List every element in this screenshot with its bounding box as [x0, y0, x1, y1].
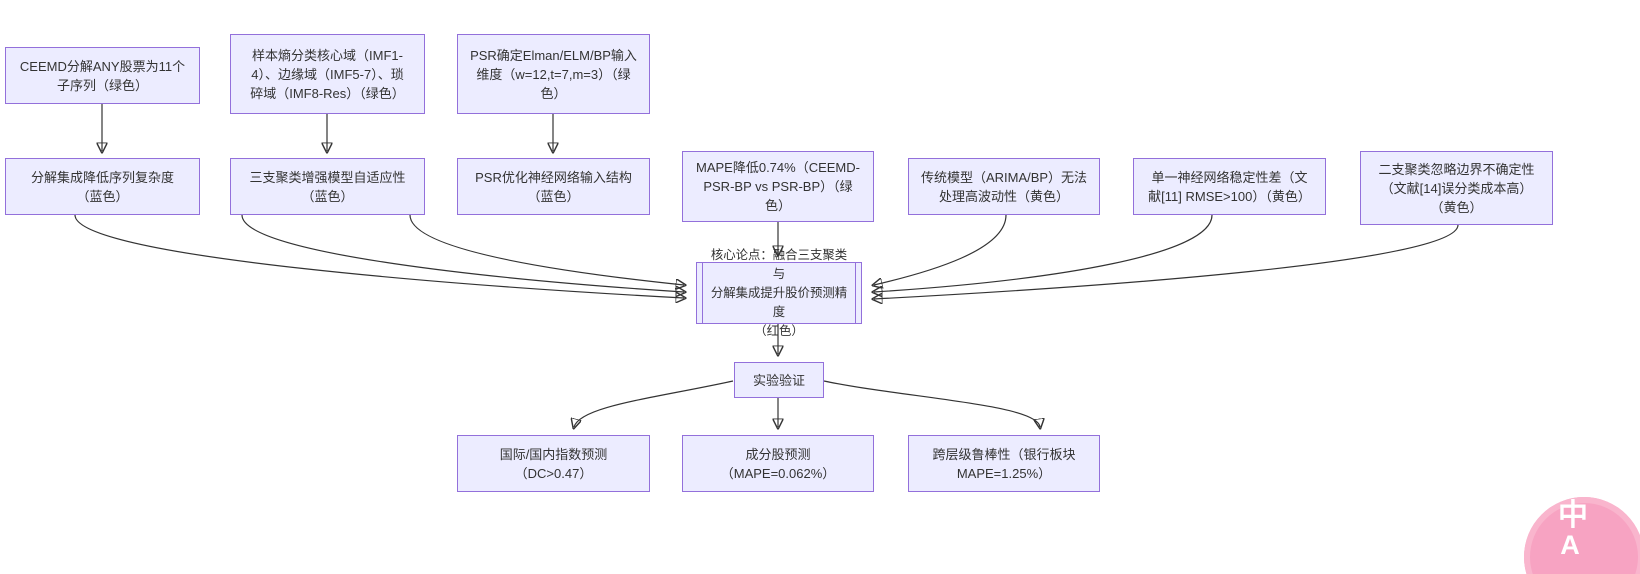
node-mape-reduction: MAPE降低0.74%（CEEMD- PSR-BP vs PSR-BP）（绿 色… — [682, 151, 874, 222]
edge-b3-core — [409, 214, 684, 285]
node-label: PSR确定Elman/ELM/BP输入 维度（w=12,t=7,m=3）（绿 色… — [470, 47, 637, 101]
node-psr-optimizes-input-structure: PSR优化神经网络输入结构 （蓝色） — [457, 158, 650, 215]
edge-b5-core — [874, 214, 1007, 285]
node-single-nn-instability: 单一神经网络稳定性差（文 献[11] RMSE>100）（黄色） — [1133, 158, 1326, 215]
node-index-prediction: 国际/国内指数预测 （DC>0.47） — [457, 435, 650, 492]
node-label: CEEMD分解ANY股票为11个 子序列（绿色） — [19, 58, 186, 93]
edge-exp-e3 — [823, 380, 1040, 427]
translate-badge-button[interactable]: 中 A — [1524, 497, 1640, 574]
node-psr-input-dimension: PSR确定Elman/ELM/BP输入 维度（w=12,t=7,m=3）（绿 色… — [457, 34, 650, 114]
node-constituent-stock-prediction: 成分股预测 （MAPE=0.062%） — [682, 435, 874, 492]
node-label: 分解集成降低序列复杂度 （蓝色） — [30, 169, 174, 204]
badge-en-glyph: A — [1560, 530, 1580, 560]
node-ceemd-decomposition: CEEMD分解ANY股票为11个 子序列（绿色） — [5, 47, 200, 104]
node-label: 实验验证 — [752, 372, 805, 388]
node-label: 单一神经网络稳定性差（文 献[11] RMSE>100）（黄色） — [1148, 169, 1311, 204]
translate-icon: 中 A — [1558, 501, 1588, 559]
edge-b1-core — [74, 214, 684, 298]
node-sample-entropy-domains: 样本熵分类核心域（IMF1- 4）、边缘域（IMF5-7）、琐 碎域（IMF8-… — [230, 34, 425, 114]
node-cross-level-robustness: 跨层级鲁棒性（银行板块 MAPE=1.25%） — [908, 435, 1100, 492]
badge-cn-glyph: 中 — [1558, 499, 1588, 532]
node-label: 样本熵分类核心域（IMF1- 4）、边缘域（IMF5-7）、琐 碎域（IMF8-… — [250, 47, 405, 101]
node-two-way-clustering-limitation: 二支聚类忽略边界不确定性 （文献[14]误分类成本高） （黄色） — [1360, 151, 1553, 225]
node-label: 国际/国内指数预测 （DC>0.47） — [499, 446, 608, 481]
edge-b2-core — [241, 214, 684, 292]
node-traditional-model-limitation: 传统模型（ARIMA/BP）无法 处理高波动性（黄色） — [908, 158, 1100, 215]
edge-b6-core — [874, 214, 1213, 292]
node-label: PSR优化神经网络输入结构 （蓝色） — [475, 169, 632, 204]
node-label: 跨层级鲁棒性（银行板块 MAPE=1.25%） — [932, 446, 1076, 481]
node-label: 核心论点：融合三支聚类与 分解集成提升股价预测精度 （红色） — [710, 247, 848, 338]
node-label: 传统模型（ARIMA/BP）无法 处理高波动性（黄色） — [920, 169, 1088, 204]
edge-exp-e1 — [574, 380, 734, 427]
node-experimental-validation: 实验验证 — [734, 362, 824, 398]
node-label: MAPE降低0.74%（CEEMD- PSR-BP vs PSR-BP）（绿 色… — [696, 160, 860, 213]
node-decomposition-reduces-complexity: 分解集成降低序列复杂度 （蓝色） — [5, 158, 200, 215]
node-label: 成分股预测 （MAPE=0.062%） — [720, 446, 836, 481]
node-three-way-clustering-adaptivity: 三支聚类增强模型自适应性 （蓝色） — [230, 158, 425, 215]
node-label: 三支聚类增强模型自适应性 （蓝色） — [249, 169, 406, 204]
node-core-thesis: 核心论点：融合三支聚类与 分解集成提升股价预测精度 （红色） — [696, 248, 862, 338]
node-label: 二支聚类忽略边界不确定性 （文献[14]误分类成本高） （黄色） — [1378, 161, 1535, 215]
edge-b7-core — [874, 224, 1459, 299]
